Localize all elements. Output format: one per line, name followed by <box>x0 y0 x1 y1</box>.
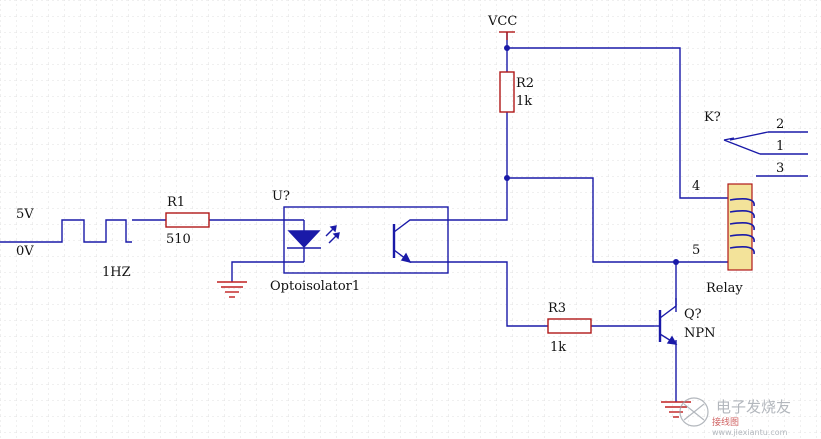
r1-ref-label: R1 <box>167 195 185 210</box>
relay-label: Relay <box>706 281 743 296</box>
phototransistor-icon <box>392 219 448 264</box>
junctions <box>504 45 679 265</box>
transistor-type-label: NPN <box>684 326 716 341</box>
vcc-symbol <box>499 31 515 40</box>
wire-vcc-to-relay-coil <box>507 47 728 199</box>
r3-ref-label: R3 <box>548 301 566 316</box>
transistor-ref-label: Q? <box>684 307 702 322</box>
watermark-logo: 电子发烧友 接线图 www.jiexiantu.com <box>679 397 791 437</box>
vcc-label: VCC <box>487 14 517 29</box>
opto-ref-label: U? <box>272 189 290 204</box>
watermark-text-cn: 电子发烧友 <box>716 398 791 416</box>
relay-pin3-label: 3 <box>776 161 784 176</box>
junction-collector <box>673 259 679 265</box>
wires <box>0 32 808 402</box>
r2-resistor <box>499 71 515 113</box>
r3-value-label: 1k <box>550 340 566 355</box>
r3-resistor <box>547 318 592 334</box>
input-5v-label: 5V <box>16 207 34 222</box>
wire-opto-gnd <box>231 261 284 282</box>
r2-value-label: 1k <box>516 94 532 109</box>
r1-resistor <box>165 212 210 228</box>
junction-vcc <box>504 45 510 51</box>
frequency-label: 1HZ <box>102 265 131 280</box>
relay-ref-label: K? <box>704 110 721 125</box>
wire-opto-emitter-to-r3 <box>448 261 548 327</box>
wire-input-to-r1 <box>0 219 166 243</box>
relay-pin2-label: 2 <box>776 117 784 132</box>
watermark-url: www.jiexiantu.com <box>712 428 788 437</box>
ground-symbol-opto <box>217 281 247 298</box>
input-0v-label: 0V <box>16 244 34 259</box>
wire-node-to-right <box>507 177 676 263</box>
optoisolator <box>283 206 449 274</box>
npn-transistor-icon <box>654 298 678 345</box>
optoisolator-body <box>283 206 449 274</box>
square-wave-signal <box>32 219 132 243</box>
relay-contacts <box>723 131 769 155</box>
relay-pin4-label: 4 <box>692 179 700 194</box>
r2-ref-label: R2 <box>516 76 534 91</box>
relay-pin1-label: 1 <box>776 139 784 154</box>
junction-node <box>504 175 510 181</box>
wire-node-to-opto <box>448 178 508 221</box>
watermark-emblem-icon <box>679 397 709 427</box>
relay-coil <box>727 183 755 271</box>
watermark-logo-text: 接线图 <box>712 416 739 428</box>
ground-symbol-transistor <box>661 401 691 418</box>
relay-body <box>727 183 753 271</box>
r1-value-label: 510 <box>166 232 191 247</box>
opto-name-label: Optoisolator1 <box>270 279 360 294</box>
led-icon <box>284 219 340 263</box>
relay-pin5-label: 5 <box>692 243 700 258</box>
